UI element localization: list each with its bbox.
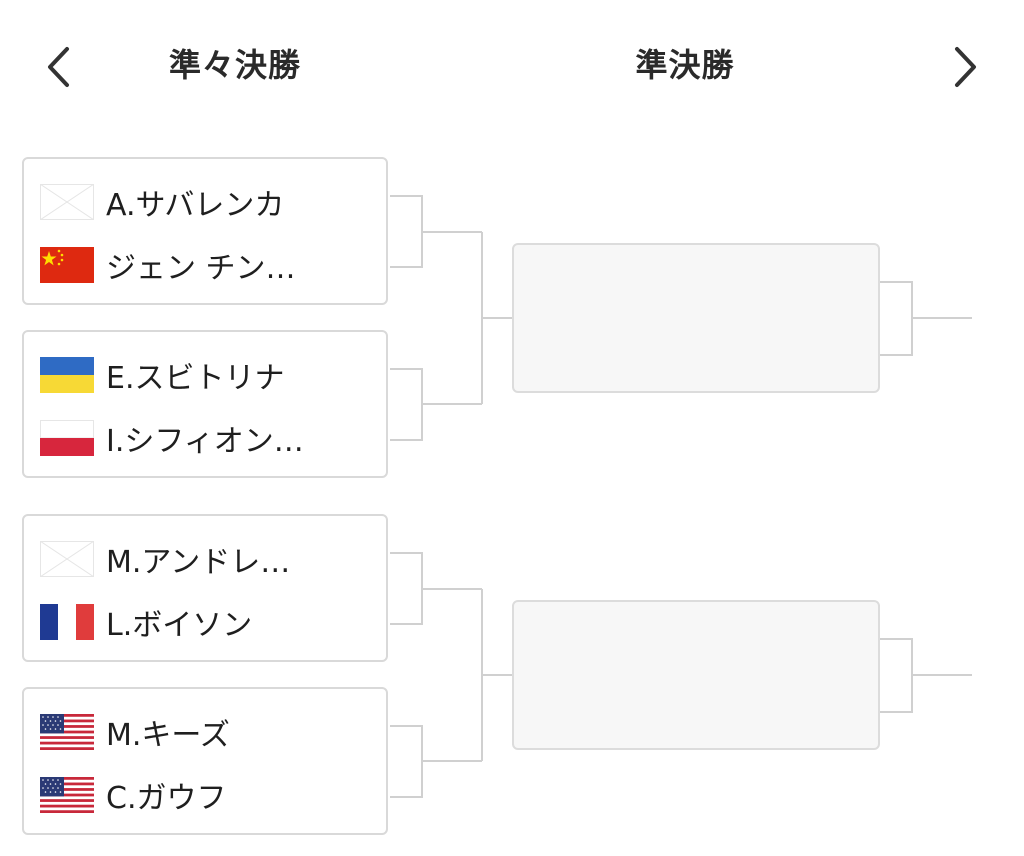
quarterfinal-title: 準々決勝: [168, 46, 301, 84]
player-name: L.ボイソン: [106, 608, 253, 643]
semifinal-match-2[interactable]: [512, 600, 880, 750]
player-name: C.ガウフ: [106, 781, 227, 816]
neutral-flag-icon: [40, 541, 94, 577]
chevron-left-icon: [48, 47, 69, 87]
player-name: M.キーズ: [106, 718, 230, 753]
usa-flag-icon: [40, 714, 94, 750]
france-flag-icon: [40, 604, 94, 640]
ukraine-flag-icon: [40, 357, 94, 393]
player-row[interactable]: M.キーズ: [40, 712, 370, 753]
player-row[interactable]: M.アンドレ…: [40, 539, 370, 580]
chevron-right-icon: [955, 47, 976, 87]
player-name: ジェン チン…: [106, 251, 296, 286]
player-name: E.スビトリナ: [106, 361, 285, 396]
usa-flag-icon: [40, 777, 94, 813]
player-row[interactable]: A.サバレンカ: [40, 182, 370, 223]
quarterfinal-match-3[interactable]: M.アンドレ… L.ボイソン: [22, 514, 388, 662]
poland-flag-icon: [40, 420, 94, 456]
player-name: M.アンドレ…: [106, 545, 291, 580]
previous-round-button[interactable]: [38, 44, 78, 90]
player-row[interactable]: C.ガウフ: [40, 775, 370, 816]
quarterfinal-match-1[interactable]: A.サバレンカ ジェン チン…: [22, 157, 388, 305]
player-row[interactable]: L.ボイソン: [40, 602, 370, 643]
player-row[interactable]: E.スビトリナ: [40, 355, 370, 396]
semifinal-match-1[interactable]: [512, 243, 880, 393]
china-flag-icon: [40, 247, 94, 283]
quarterfinal-match-4[interactable]: M.キーズ C.ガウフ: [22, 687, 388, 835]
quarterfinal-match-2[interactable]: E.スビトリナ I.シフィオン…: [22, 330, 388, 478]
player-row[interactable]: ジェン チン…: [40, 245, 370, 286]
neutral-flag-icon: [40, 184, 94, 220]
player-name: A.サバレンカ: [106, 188, 285, 223]
next-round-button[interactable]: [946, 44, 986, 90]
player-row[interactable]: I.シフィオン…: [40, 418, 370, 459]
player-name: I.シフィオン…: [106, 424, 304, 459]
semifinal-title: 準決勝: [635, 46, 735, 84]
